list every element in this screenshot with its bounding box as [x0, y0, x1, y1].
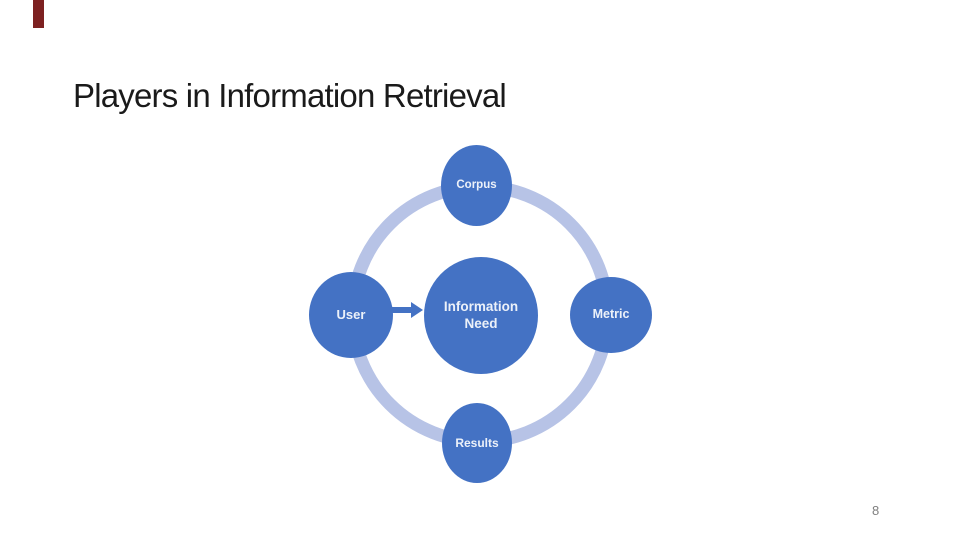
arrow-head — [411, 302, 423, 318]
node-corpus: Corpus — [441, 145, 512, 226]
arrow-shaft — [390, 307, 412, 313]
accent-bar — [33, 0, 44, 28]
page-number: 8 — [872, 503, 880, 518]
information-need-line2: Need — [464, 315, 498, 331]
node-results: Results — [442, 403, 512, 483]
node-user-label: User — [336, 306, 366, 322]
node-metric: Metric — [570, 277, 652, 353]
node-information-need-label: Information Need — [444, 299, 518, 333]
node-user: User — [309, 272, 393, 358]
information-need-line1: Information — [443, 298, 519, 314]
node-information-need: Information Need — [424, 257, 538, 374]
node-metric-label: Metric — [592, 307, 630, 322]
node-results-label: Results — [455, 435, 499, 450]
node-corpus-label: Corpus — [456, 179, 497, 192]
slide-title: Players in Information Retrieval — [73, 77, 507, 115]
